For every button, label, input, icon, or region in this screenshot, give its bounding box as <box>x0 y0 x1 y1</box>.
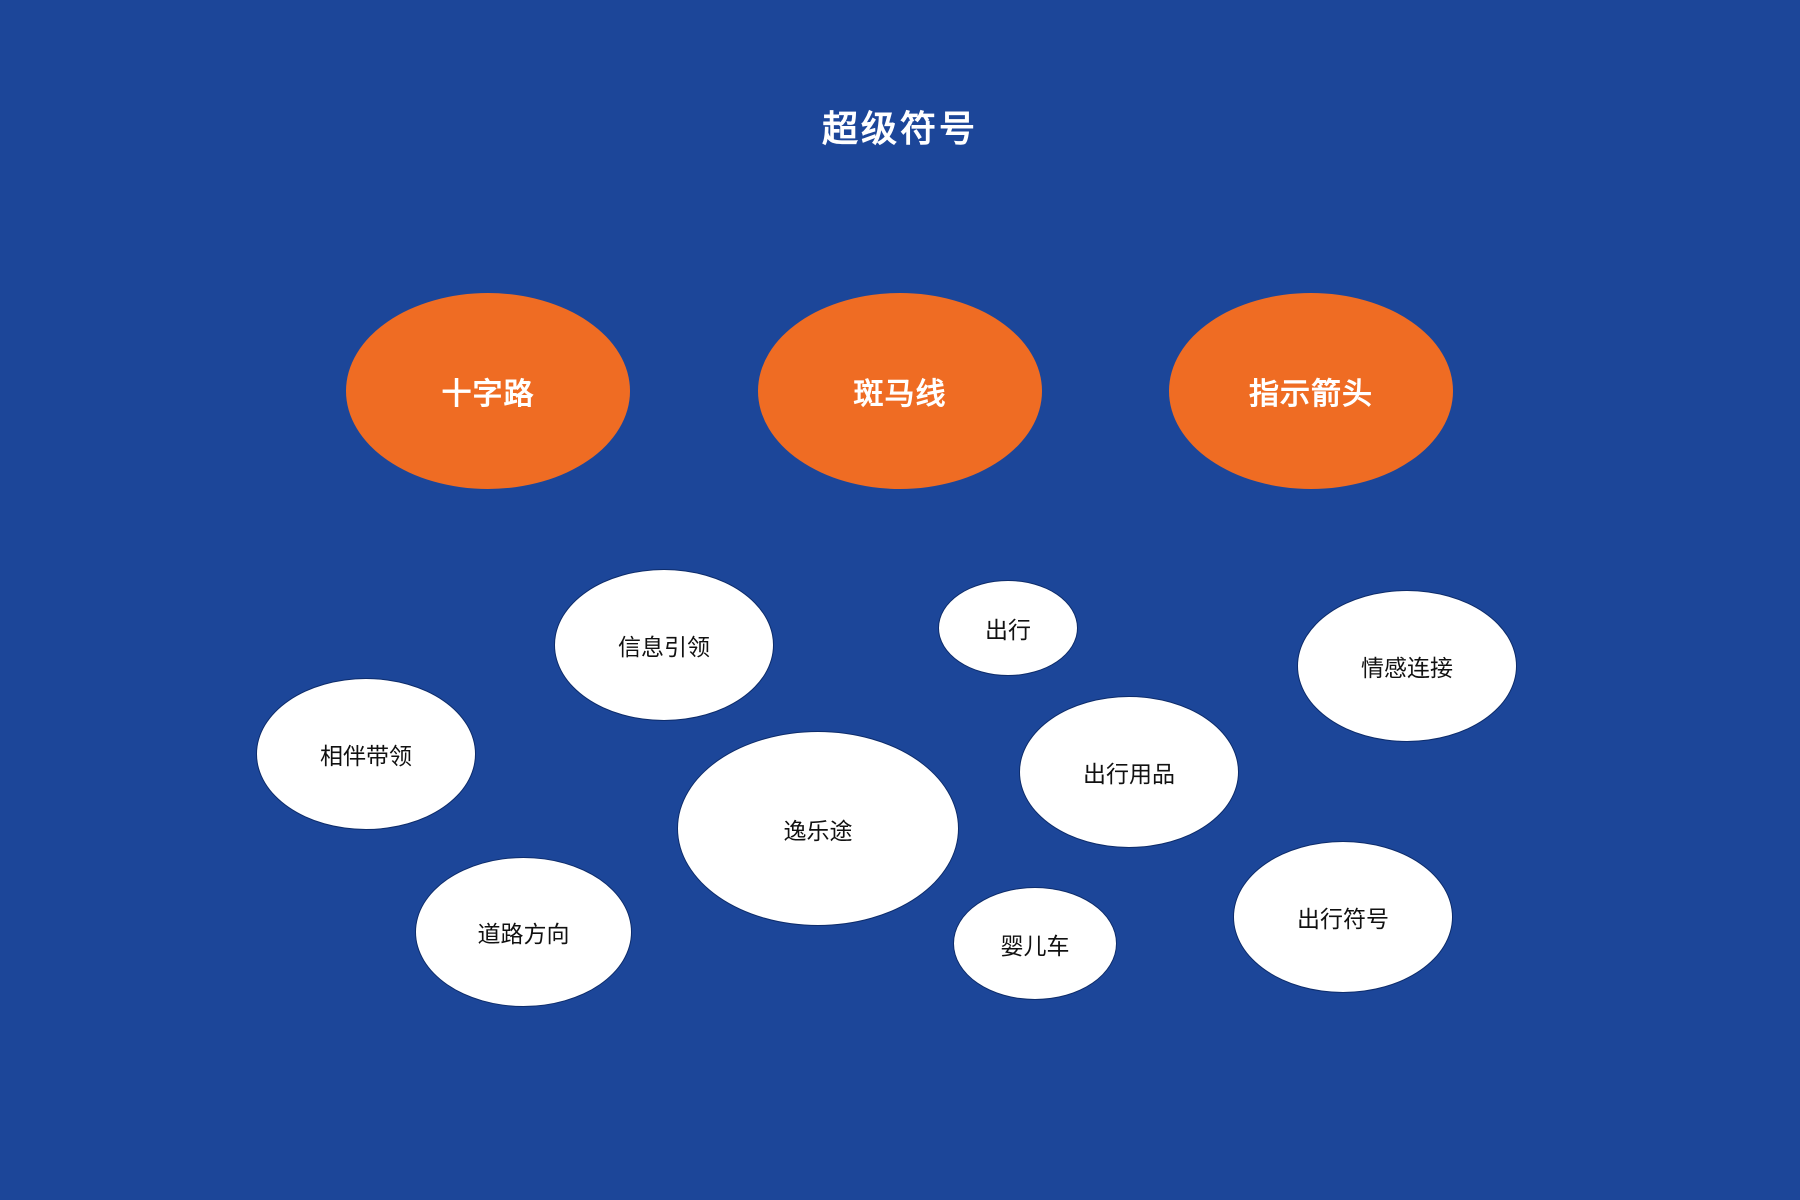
secondary-node-travel-symbol: 出行符号 <box>1233 841 1453 993</box>
primary-node-crossroad: 十字路 <box>346 293 630 489</box>
secondary-node-stroller: 婴儿车 <box>953 887 1117 1000</box>
secondary-node-label: 出行 <box>985 618 1031 644</box>
secondary-node-label: 出行用品 <box>1083 762 1175 788</box>
secondary-node-label: 相伴带领 <box>320 744 412 770</box>
secondary-node-info-guidance: 信息引领 <box>554 569 774 721</box>
secondary-node-companion-lead: 相伴带领 <box>256 678 476 830</box>
secondary-node-label: 出行符号 <box>1297 907 1389 933</box>
secondary-node-label: 情感连接 <box>1361 656 1453 682</box>
secondary-node-label: 婴儿车 <box>1000 933 1070 960</box>
secondary-node-label: 道路方向 <box>477 922 570 948</box>
primary-node-label: 十字路 <box>441 377 535 412</box>
secondary-node-label: 信息引领 <box>618 635 710 661</box>
primary-node-direction-arrow: 指示箭头 <box>1169 293 1453 489</box>
secondary-node-brand-yiletu: 逸乐途 <box>677 731 959 926</box>
secondary-node-travel: 出行 <box>938 580 1078 676</box>
page-title: 超级符号 <box>821 109 978 150</box>
secondary-node-road-direction: 道路方向 <box>415 857 632 1007</box>
secondary-node-travel-goods: 出行用品 <box>1019 696 1239 848</box>
primary-node-zebra-crossing: 斑马线 <box>758 293 1042 489</box>
primary-node-label: 指示箭头 <box>1249 377 1373 412</box>
secondary-node-emotional-connection: 情感连接 <box>1297 590 1517 742</box>
secondary-node-label: 逸乐途 <box>783 818 853 845</box>
primary-node-label: 斑马线 <box>853 377 947 412</box>
